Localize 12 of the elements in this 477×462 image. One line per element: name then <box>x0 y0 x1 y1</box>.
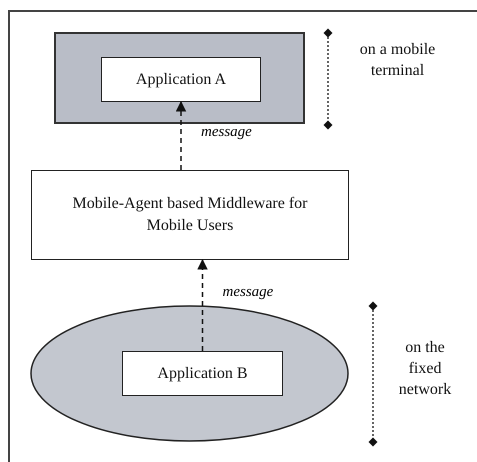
process-box <box>101 57 261 102</box>
process-box <box>31 170 349 260</box>
box-text: Application B <box>156 364 249 384</box>
box-text: Application A <box>134 70 228 90</box>
ellipse-region <box>30 305 349 442</box>
note-text: on the fixed network <box>398 338 452 400</box>
box-text: Mobile-Agent based Middleware for Mobile Users <box>71 194 309 236</box>
process-box <box>122 351 283 396</box>
shaded-box <box>54 32 305 124</box>
arrow <box>176 100 186 170</box>
arrow <box>197 258 208 351</box>
note-text: on a mobile terminal <box>358 40 436 81</box>
